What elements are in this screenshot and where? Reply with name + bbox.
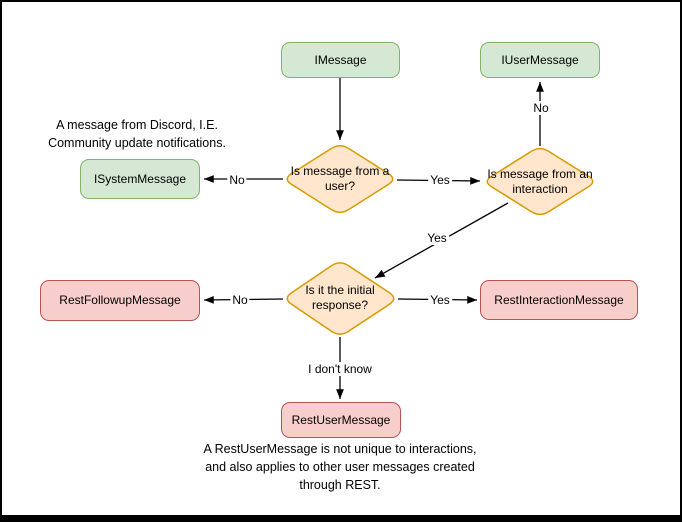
note-rest-user-message-line1: A RestUserMessage is not unique to inter… (203, 442, 477, 456)
decision-from-interaction-shape (486, 147, 594, 216)
node-restinteractionmessage-label: RestInteractionMessage (494, 292, 624, 307)
decision-initial-response-shape (286, 262, 395, 335)
node-restinteractionmessage: RestInteractionMessage (480, 280, 638, 320)
node-restusermessage-label: RestUserMessage (291, 412, 391, 427)
node-restusermessage: RestUserMessage (281, 402, 401, 438)
edge-label-initial-unknown: I don't know (306, 362, 374, 376)
node-isystemmessage: ISystemMessage (80, 159, 200, 199)
edge-label-interaction-no: No (531, 101, 551, 115)
note-rest-user-message: A RestUserMessage is not unique to inter… (185, 440, 495, 494)
node-iusermessage-label: IUserMessage (501, 52, 579, 67)
edge-label-initial-yes: Yes (428, 293, 452, 307)
node-restfollowupmessage-label: RestFollowupMessage (59, 293, 181, 307)
node-isystemmessage-label: ISystemMessage (93, 171, 187, 186)
note-rest-user-message-line2: and also applies to other user messages … (205, 460, 475, 474)
node-imessage: IMessage (281, 42, 400, 78)
decision-from-user-shape (286, 144, 394, 214)
edge-label-user-yes: Yes (428, 173, 452, 187)
edge-label-user-no: No (227, 173, 247, 187)
note-system-message-line2: Community update notifications. (48, 136, 226, 150)
edge-label-initial-no: No (230, 293, 250, 307)
edge-label-interaction-yes: Yes (425, 231, 449, 245)
note-system-message-line1: A message from Discord, I.E. (56, 118, 218, 132)
node-iusermessage: IUserMessage (480, 42, 600, 78)
node-restfollowupmessage: RestFollowupMessage (40, 280, 200, 321)
node-imessage-label: IMessage (314, 52, 367, 67)
note-rest-user-message-line3: through REST. (299, 478, 381, 492)
note-system-message: A message from Discord, I.E. Community u… (35, 116, 239, 152)
